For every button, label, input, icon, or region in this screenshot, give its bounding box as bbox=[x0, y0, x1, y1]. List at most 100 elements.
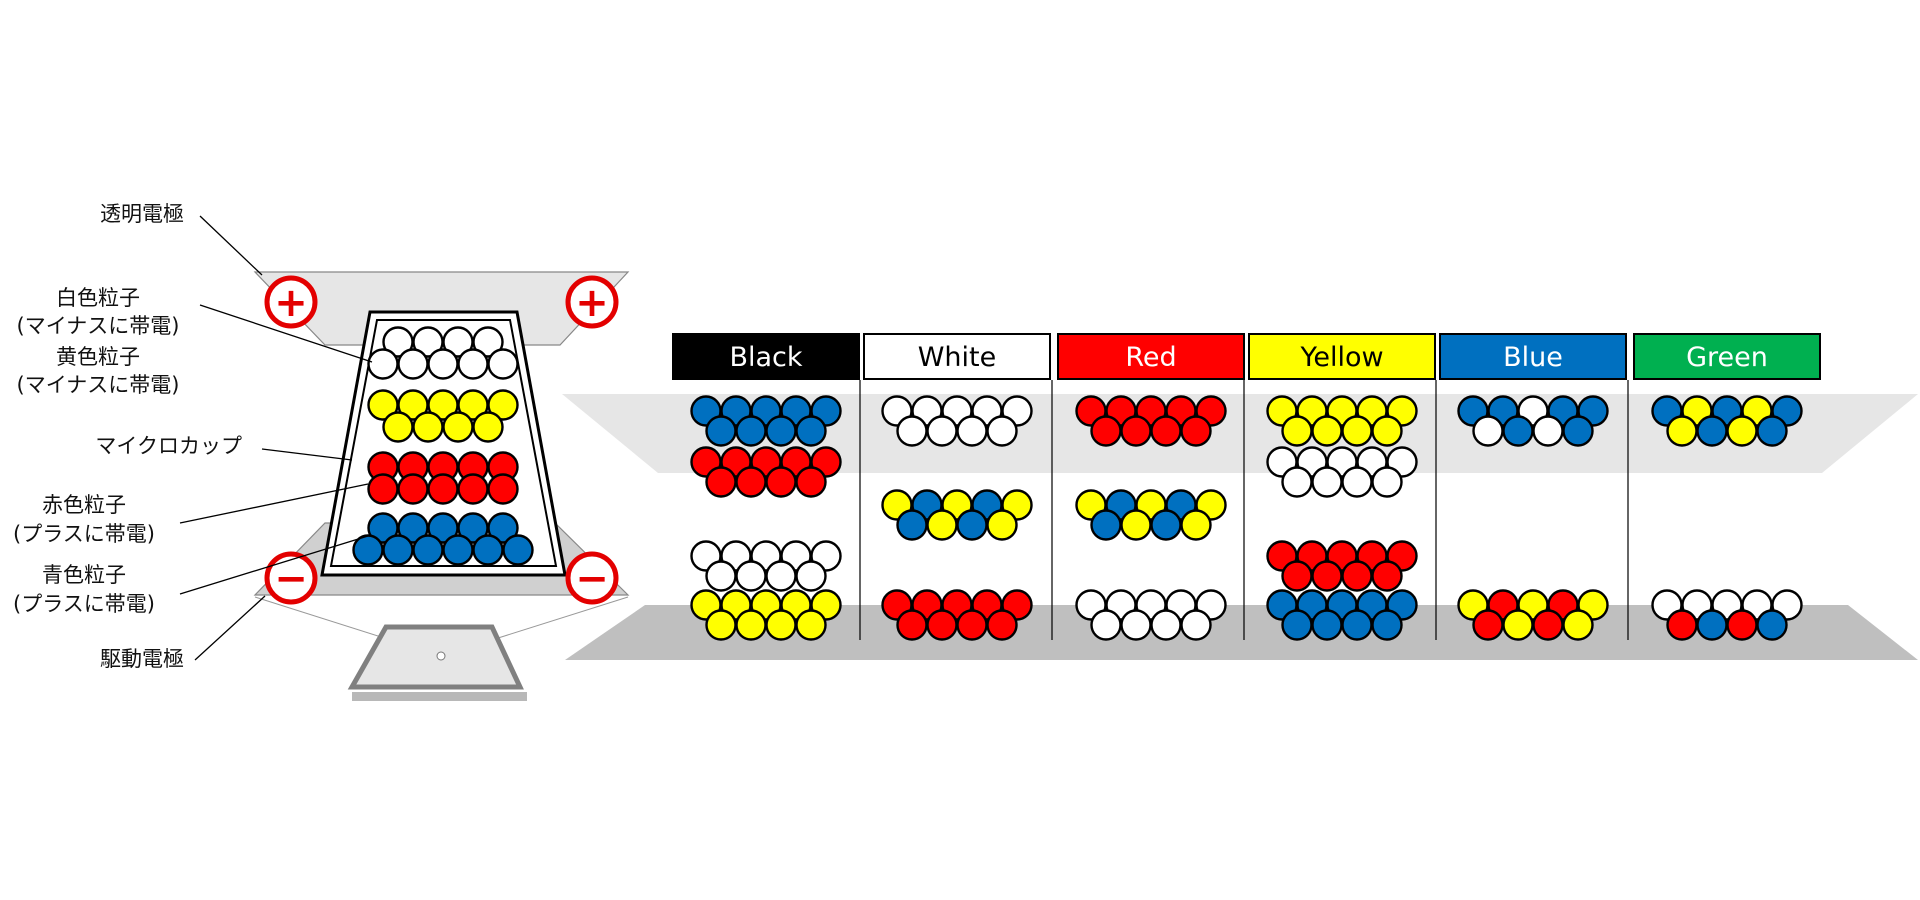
blue-particle bbox=[472, 534, 504, 566]
blue-particle bbox=[502, 534, 534, 566]
microcup-layer-3 bbox=[367, 451, 519, 505]
red-particle bbox=[1666, 609, 1698, 641]
particle-cluster-green-5 bbox=[1651, 589, 1803, 641]
column-header-green: Green bbox=[1633, 333, 1821, 380]
column-header-box bbox=[1439, 333, 1627, 380]
white-particle bbox=[427, 348, 459, 380]
white-particle bbox=[1311, 466, 1343, 498]
column-particles-white bbox=[881, 395, 1033, 641]
red-particle bbox=[735, 466, 767, 498]
white-particle bbox=[926, 415, 958, 447]
particle-cluster-black-4 bbox=[690, 540, 842, 592]
column-particles-red bbox=[1075, 395, 1227, 641]
column-header-label: Yellow bbox=[1299, 342, 1383, 373]
svg-text:+: + bbox=[274, 280, 308, 326]
column-header-red: Red bbox=[1057, 333, 1245, 380]
red-particle bbox=[1371, 560, 1403, 592]
red-particle bbox=[1532, 609, 1564, 641]
blue-particle bbox=[487, 512, 519, 544]
red-particle bbox=[487, 473, 519, 505]
blue-particle bbox=[795, 415, 827, 447]
white-particle bbox=[1341, 466, 1373, 498]
yellow-particle bbox=[382, 411, 414, 443]
plus-sign-left: + bbox=[264, 275, 318, 329]
white-particle bbox=[472, 326, 504, 358]
white-particle bbox=[896, 415, 928, 447]
red-particle bbox=[986, 609, 1018, 641]
white-particle bbox=[956, 415, 988, 447]
label-blue-particle-charge: (プラスに帯電) bbox=[13, 592, 155, 616]
white-particle bbox=[1180, 609, 1212, 641]
red-particle bbox=[705, 466, 737, 498]
red-particle bbox=[956, 609, 988, 641]
microcup-layer-1 bbox=[367, 326, 519, 380]
blue-particle bbox=[1150, 509, 1182, 541]
red-particle bbox=[795, 466, 827, 498]
label-yellow-particle: 黄色粒子 bbox=[56, 345, 140, 369]
particle-cluster-black-5 bbox=[690, 589, 842, 641]
plus-sign-right: + bbox=[565, 275, 619, 329]
yellow-particle bbox=[705, 609, 737, 641]
white-particle bbox=[735, 560, 767, 592]
white-particle bbox=[1281, 466, 1313, 498]
white-particle bbox=[986, 415, 1018, 447]
label-microcup: マイクロカップ bbox=[95, 434, 242, 458]
column-header-box bbox=[672, 333, 860, 380]
column-header-box bbox=[1057, 333, 1245, 380]
column-particles-blue bbox=[1457, 395, 1609, 641]
white-particle bbox=[1090, 609, 1122, 641]
blue-particle bbox=[382, 534, 414, 566]
column-header-black: Black bbox=[672, 333, 860, 380]
red-particle bbox=[1150, 415, 1182, 447]
particle-cluster-black-2 bbox=[690, 446, 842, 498]
blue-particle bbox=[1341, 609, 1373, 641]
white-particle bbox=[1150, 609, 1182, 641]
microcup-layer-4 bbox=[352, 512, 534, 566]
column-dividers bbox=[859, 380, 1629, 640]
yellow-particle bbox=[1666, 415, 1698, 447]
blue-particle bbox=[1756, 609, 1788, 641]
column-header-label: Blue bbox=[1503, 342, 1563, 373]
white-particle bbox=[1120, 609, 1152, 641]
blue-particle bbox=[352, 534, 384, 566]
red-particle bbox=[397, 473, 429, 505]
red-particle bbox=[1281, 560, 1313, 592]
yellow-particle bbox=[487, 389, 519, 421]
column-particles bbox=[690, 395, 1803, 641]
blue-particle bbox=[1562, 415, 1594, 447]
callout-transparent-electrode bbox=[199, 215, 263, 276]
column-header-box bbox=[1248, 333, 1436, 380]
red-particle bbox=[1341, 560, 1373, 592]
column-header-blue: Blue bbox=[1439, 333, 1627, 380]
blue-particle bbox=[1281, 609, 1313, 641]
particle-cluster-yellow-2 bbox=[1266, 446, 1418, 498]
label-red-particle-charge: (プラスに帯電) bbox=[13, 522, 155, 546]
white-particle bbox=[795, 560, 827, 592]
label-blue-particle: 青色粒子 bbox=[42, 563, 126, 587]
particle-cluster-green-1 bbox=[1651, 395, 1803, 447]
white-particle bbox=[765, 560, 797, 592]
yellow-particle bbox=[795, 609, 827, 641]
particle-cluster-yellow-5 bbox=[1266, 589, 1418, 641]
particle-cluster-black-1 bbox=[690, 395, 842, 447]
blue-particle bbox=[705, 415, 737, 447]
yellow-particle bbox=[1311, 415, 1343, 447]
minus-sign-right: − bbox=[565, 551, 619, 605]
label-white-particle: 白色粒子 bbox=[56, 286, 140, 310]
particle-cluster-red-3 bbox=[1075, 489, 1227, 541]
pixel-electrode-contact bbox=[436, 651, 446, 661]
microcup-layer-2 bbox=[367, 389, 519, 443]
white-particle bbox=[1532, 415, 1564, 447]
column-header-box bbox=[863, 333, 1051, 380]
white-particle bbox=[1371, 466, 1403, 498]
yellow-particle bbox=[765, 609, 797, 641]
label-yellow-particle-charge: (マイナスに帯電) bbox=[17, 373, 180, 397]
yellow-particle bbox=[1371, 415, 1403, 447]
yellow-particle bbox=[926, 509, 958, 541]
yellow-particle bbox=[1562, 609, 1594, 641]
red-particle bbox=[926, 609, 958, 641]
particle-cluster-red-1 bbox=[1075, 395, 1227, 447]
yellow-particle bbox=[1726, 415, 1758, 447]
